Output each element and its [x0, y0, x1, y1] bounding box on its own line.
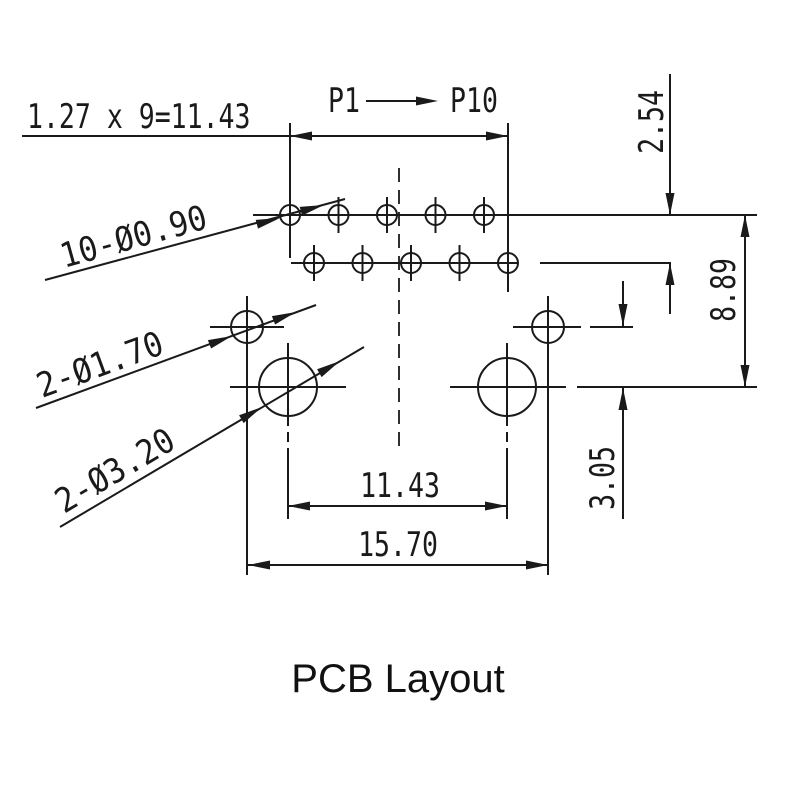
pin-hole	[376, 204, 398, 226]
row-offset-text: 2.54	[633, 90, 672, 154]
leader-arrowhead	[207, 336, 232, 349]
medium-hole-label: 2-Ø1.70	[31, 324, 168, 406]
mount-offset-text: 3.05	[584, 446, 623, 510]
small-hole-label: 10-Ø0.90	[56, 198, 212, 276]
dimension-pitch: 1.27 x 9=11.43	[22, 98, 509, 292]
arrowhead	[526, 560, 548, 570]
arrowhead	[290, 131, 312, 141]
dimension-overall-height: 8.89	[705, 215, 750, 387]
pin-hole	[327, 204, 350, 226]
pin-hole	[351, 252, 374, 274]
pin-hole	[473, 204, 495, 226]
leader-small-holes: 10-Ø0.90	[44, 198, 346, 281]
dimension-inner-span: 11.43	[288, 467, 507, 511]
pin-numbering: P1 P10	[328, 82, 498, 121]
pin-hole	[400, 252, 422, 274]
large-hole-label: 2-Ø3.20	[48, 420, 182, 521]
arrowhead	[740, 215, 750, 237]
pin-row-2	[291, 245, 671, 281]
leader-medium-holes: 2-Ø1.70	[31, 304, 317, 409]
pin-first-label: P1	[328, 82, 360, 121]
pitch-dimension-text: 1.27 x 9=11.43	[27, 98, 250, 137]
mount-hole-medium	[230, 310, 264, 344]
pin-hole	[448, 252, 471, 274]
mount-hole-medium	[531, 310, 565, 344]
mount-hole-large	[258, 357, 318, 417]
arrowhead	[618, 388, 628, 410]
medium-holes	[210, 296, 581, 575]
arrowhead	[618, 304, 628, 326]
leader-arrowhead	[271, 312, 296, 325]
drawing-caption: PCB Layout	[291, 657, 504, 701]
mount-hole-large	[477, 357, 537, 417]
overall-height-text: 8.89	[705, 258, 744, 322]
direction-arrow	[416, 96, 438, 106]
arrowhead	[665, 263, 675, 285]
outer-span-text: 15.70	[358, 526, 438, 565]
leader-arrowhead	[255, 218, 280, 229]
pin-hole	[424, 204, 447, 226]
arrowhead	[248, 560, 270, 570]
leader-arrowhead	[299, 205, 324, 216]
arrowhead	[740, 365, 750, 387]
leader-arrowhead	[239, 407, 262, 424]
arrowhead	[486, 131, 508, 141]
leader-arrowhead	[317, 361, 340, 378]
large-holes	[230, 343, 757, 519]
pin-hole	[303, 252, 325, 274]
arrowhead	[288, 501, 310, 511]
arrowhead	[485, 501, 507, 511]
arrowhead	[665, 193, 675, 215]
dimension-outer-span: 15.70	[248, 526, 548, 570]
inner-span-text: 11.43	[360, 467, 440, 506]
dimension-row-offset: 2.54	[633, 74, 675, 314]
pin-last-label: P10	[450, 82, 498, 121]
dimension-mount-offset: 3.05	[584, 281, 633, 519]
pin-row-1	[253, 197, 757, 233]
